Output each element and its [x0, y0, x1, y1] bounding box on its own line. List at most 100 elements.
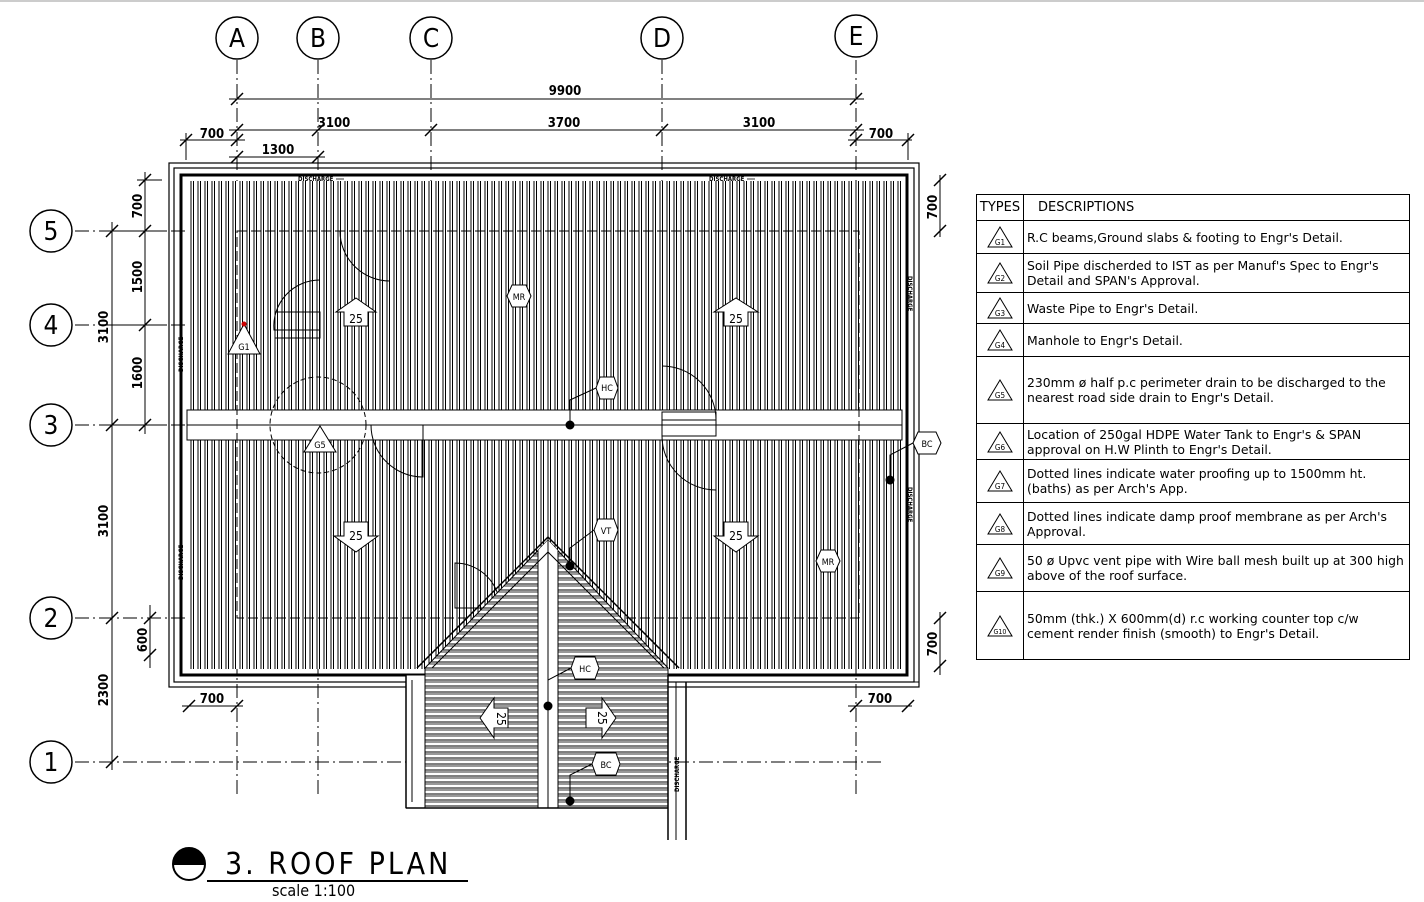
svg-text:MR: MR — [513, 293, 526, 303]
grid-bubble-3: 3 — [29, 403, 73, 447]
marker-g5: G5 — [303, 425, 337, 453]
discharge-label-right-upper: DISCHARGE — [906, 276, 913, 312]
svg-text:MR: MR — [822, 558, 835, 568]
ridge-cap — [186, 409, 903, 441]
grid-bubble-5: 5 — [29, 209, 73, 253]
tag-mr-top: MR — [506, 284, 532, 308]
tag-hc-main: HC — [595, 376, 619, 400]
door-swings — [269, 230, 717, 609]
svg-text:G6: G6 — [995, 443, 1006, 452]
legend-type-icon: G7 — [976, 459, 1024, 503]
legend-description: Manhole to Engr's Detail. — [1023, 323, 1410, 357]
svg-text:G10: G10 — [994, 628, 1007, 636]
slope-arrow-annex-right: 25 — [585, 696, 617, 740]
dim-bottom-left: 700 — [200, 692, 224, 707]
discharge-label-left-lower: DISCHARGE — [178, 544, 185, 580]
svg-text:5: 5 — [44, 217, 59, 247]
tag-bc: BC — [912, 431, 942, 455]
svg-text:D: D — [653, 24, 671, 54]
grid-bubble-4: 4 — [29, 303, 73, 347]
tag-mr-bottom: MR — [815, 549, 841, 573]
svg-text:G8: G8 — [995, 525, 1006, 534]
grid-bubble-1: 1 — [29, 740, 73, 784]
drawing-title: 3. ROOF PLAN — [225, 847, 451, 882]
dimension-lines-bottom — [182, 699, 915, 713]
svg-text:HC: HC — [601, 384, 613, 394]
legend-type-icon: G10 — [976, 591, 1024, 660]
legend-description: Dotted lines indicate water proofing up … — [1023, 459, 1410, 503]
dim-v-3100-a: 3100 — [97, 311, 112, 344]
legend-type-icon: G2 — [976, 253, 1024, 293]
slope-arrow-down-right: 25 — [712, 521, 760, 553]
annex-roof — [405, 535, 919, 840]
svg-text:G9: G9 — [995, 569, 1006, 578]
marker-g1: G1 — [227, 321, 261, 355]
svg-text:25: 25 — [595, 711, 609, 725]
dimension-lines-left — [105, 172, 165, 770]
grid-bubble-a: A — [215, 16, 259, 60]
grid-bubble-b: B — [296, 16, 340, 60]
tag-vt: VT — [593, 518, 619, 542]
discharge-label-right-lower: DISCHARGE — [906, 487, 913, 523]
legend-row-g9: G9 50 ø Upvc vent pipe with Wire ball me… — [976, 544, 1410, 592]
tag-hc-annex: HC — [570, 656, 600, 680]
svg-text:G1: G1 — [995, 238, 1005, 247]
svg-text:C: C — [423, 24, 439, 54]
svg-text:G5: G5 — [995, 391, 1005, 400]
legend-header-descriptions: DESCRIPTIONS — [1023, 194, 1410, 221]
slope-arrow-up-left: 25 — [334, 297, 378, 327]
svg-text:A: A — [229, 24, 245, 54]
legend-type-icon: G8 — [976, 502, 1024, 545]
legend-type-icon: G3 — [976, 292, 1024, 324]
svg-text:G2: G2 — [995, 274, 1005, 283]
dim-v-3100-b: 3100 — [97, 505, 112, 538]
legend-row-g5: G5 230mm ø half p.c perimeter drain to b… — [976, 356, 1410, 424]
grid-bubble-e: E — [834, 14, 878, 58]
dim-v-1500: 1500 — [131, 261, 146, 294]
leader-lines — [547, 387, 914, 801]
dim-v-2300: 2300 — [97, 674, 112, 707]
legend-header-row: TYPES DESCRIPTIONS — [976, 194, 1410, 221]
legend-type-icon: G4 — [976, 323, 1024, 357]
grid-bubble-d: D — [640, 16, 684, 60]
legend-row-g10: G10 50mm (thk.) X 600mm(d) r.c working c… — [976, 591, 1410, 660]
svg-text:3: 3 — [44, 411, 59, 441]
svg-text:VT: VT — [601, 527, 612, 537]
dimension-lines-top — [179, 92, 915, 164]
legend-row-g2: G2 Soil Pipe discherded to IST as per Ma… — [976, 253, 1410, 293]
svg-text:G1: G1 — [238, 343, 249, 353]
svg-text:G5: G5 — [314, 441, 325, 451]
svg-text:4: 4 — [44, 311, 59, 341]
svg-text:25: 25 — [349, 529, 363, 543]
discharge-label-annex: DISCHARGE — [674, 756, 681, 792]
slope-arrow-annex-left: 25 — [479, 696, 509, 740]
grid-bubble-2: 2 — [29, 596, 73, 640]
svg-text:BC: BC — [921, 440, 932, 450]
svg-text:25: 25 — [729, 529, 743, 543]
discharge-label-top-right: DISCHARGE — [709, 176, 755, 183]
dim-overhang-left: 700 — [200, 127, 224, 142]
svg-text:BC: BC — [600, 761, 611, 771]
legend-description: Waste Pipe to Engr's Detail. — [1023, 292, 1410, 324]
svg-text:DISCHARGE: DISCHARGE — [709, 176, 745, 183]
svg-text:G4: G4 — [995, 341, 1006, 350]
svg-text:E: E — [849, 22, 864, 52]
drawing-scale: scale 1:100 — [272, 881, 355, 900]
dim-bay-de: 3100 — [743, 116, 776, 131]
svg-text:HC: HC — [579, 665, 591, 675]
dim-v-700-top: 700 — [131, 194, 146, 218]
legend-type-icon: G9 — [976, 544, 1024, 592]
dim-overhang-right: 700 — [869, 127, 893, 142]
svg-text:B: B — [310, 24, 326, 54]
slope-arrow-up-right: 25 — [712, 297, 760, 327]
svg-text:G3: G3 — [995, 309, 1005, 318]
dim-v-right-700-bottom: 700 — [926, 632, 941, 656]
legend-description: Dotted lines indicate damp proof membran… — [1023, 502, 1410, 545]
roof-sheeting-upper — [187, 181, 902, 410]
svg-text:2: 2 — [44, 604, 59, 634]
dim-1300: 1300 — [262, 143, 295, 158]
dim-v-right-700-top: 700 — [926, 195, 941, 219]
tag-bc-annex: BC — [591, 752, 621, 776]
legend-type-icon: G1 — [976, 220, 1024, 254]
